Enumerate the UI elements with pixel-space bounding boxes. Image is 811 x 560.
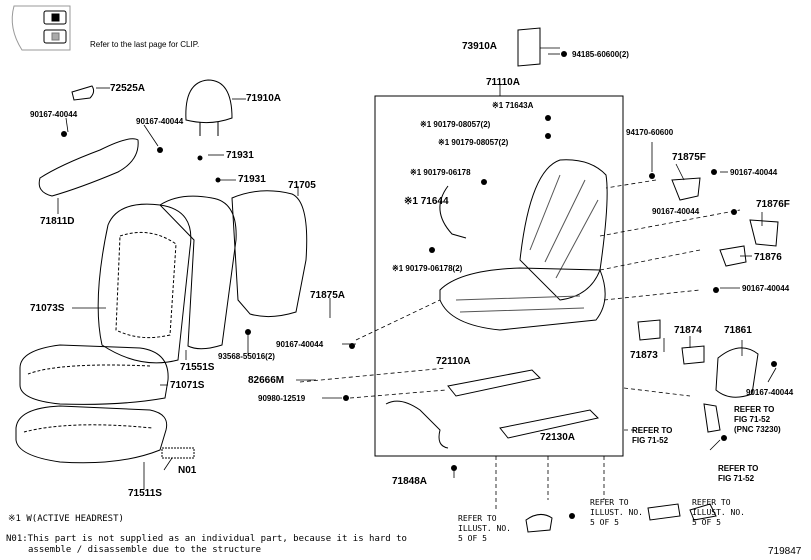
cover-71876f-drawing [749,219,779,247]
belt-buckle-drawing [703,403,721,433]
side-shield-drawing [38,138,139,197]
part-label-90980-12519: 90980-12519 [258,394,306,403]
seatback-panel-drawing [231,190,308,318]
cushion-cover-drawing [19,344,169,405]
cover-71876-drawing [719,245,747,267]
part-label-90179-08057-a: ※1 90179-08057(2) [420,120,491,129]
part-label-90167-40044-r3: 90167-40044 [742,284,790,293]
part-label-n01: N01 [178,465,197,476]
lower-cover-c-drawing [689,503,717,521]
part-label-71551s: 71551S [180,362,215,373]
part-label-90167-40044-m: 90167-40044 [276,340,324,349]
part-label-71876f: 71876F [756,199,790,210]
part-label-90167-40044-r4: 90167-40044 [746,388,794,397]
leader-lines [57,47,777,490]
part-label-71705: 71705 [288,180,316,191]
frame-assembly-box [374,95,624,457]
part-label-71931-a: 71931 [226,150,254,161]
part-label-72130a: 72130A [540,432,576,443]
part-label-71876: 71876 [754,252,782,263]
bracket-71874-drawing [681,345,705,365]
part-label-90179-08057-b: ※1 90179-08057(2) [438,138,509,147]
part-label-90167-40044-l2: 90167-40044 [136,117,184,126]
seatback-pad-drawing [159,195,237,350]
seat-frame-drawing [439,159,608,331]
part-label-71643a: ※1 71643A [492,101,534,110]
lower-cover-a-drawing [525,514,553,533]
wire-harness-drawing [439,185,467,239]
footnote-n01-line1: N01:This part is not supplied as an indi… [6,534,407,544]
knob-drawing [71,85,95,101]
cover-71875f-drawing [671,177,701,201]
part-label-90167-40044-l1: 90167-40044 [30,110,78,119]
clip-legend-icon [11,5,71,51]
n01-part-drawing [161,447,195,459]
part-label-71875a: 71875A [310,290,346,301]
part-label-71875f: 71875F [672,152,706,163]
cushion-pad-drawing [15,405,168,464]
part-label-94170-60600: 94170-60600 [626,128,674,137]
part-label-71073s: 71073S [30,303,65,314]
part-label-71873: 71873 [630,350,658,361]
part-label-94185-60600: 94185-60600(2) [572,50,629,59]
fasteners [61,51,777,519]
dashed-leader-lines [299,179,741,510]
part-label-90167-40044-r2: 90167-40044 [652,207,700,216]
seatback-cover-drawing [97,203,192,364]
clip-reference-note: Refer to the last page for CLIP. [90,40,200,49]
part-label-90179-06178-2: ※1 90179-06178(2) [392,264,463,273]
part-label-71931-b: 71931 [238,174,266,185]
seat-track-a-drawing [447,369,542,397]
part-label-71071s: 71071S [170,380,205,391]
part-label-71910a: 71910A [246,93,282,104]
part-label-71110a: 71110A [486,77,520,88]
active-headrest-unit-drawing [517,27,541,67]
part-label-71511s: 71511S [128,488,162,499]
part-label-93568-55016: 93568-55016(2) [218,352,275,361]
part-label-90179-06178: ※1 90179-06178 [410,168,471,177]
part-label-71874: 71874 [674,325,702,336]
seat-track-b-drawing [499,409,599,439]
shield-71861-drawing [715,347,759,398]
headrest-guide-drawing [637,319,661,341]
part-label-71848a: 71848A [392,476,428,487]
track-wire-drawing [385,400,449,449]
part-label-72110a: 72110A [436,356,471,367]
part-label-90167-40044-r1: 90167-40044 [730,168,778,177]
part-label-73910a: 73910A [462,41,498,52]
part-label-71811d: 71811D [40,216,75,227]
footnote-n01-line2: assemble / disassemble due to the struct… [28,545,261,555]
part-label-72525a: 72525A [110,83,146,94]
lower-cover-b-drawing [647,503,681,521]
footnote-active-headrest: ※1 W(ACTIVE HEADREST) [8,514,124,524]
diagram-id: 719847 [768,546,802,557]
part-label-82666m: 82666M [248,375,285,386]
part-label-71644: ※1 71644 [404,196,449,207]
headrest-drawing [185,79,233,136]
part-label-71861: 71861 [724,325,752,336]
